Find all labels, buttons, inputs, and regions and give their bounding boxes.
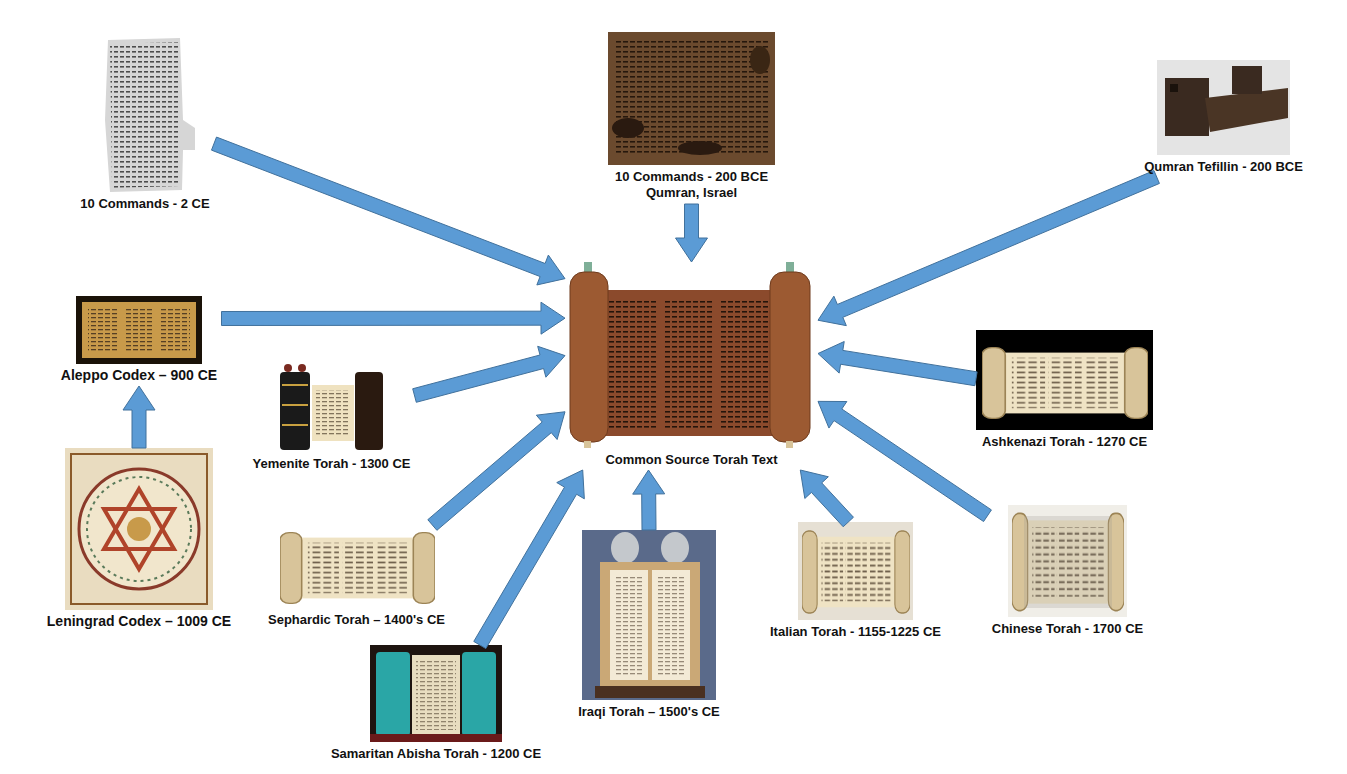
artifact-node: Sephardic Torah – 1400's CE — [264, 525, 449, 630]
artifact-caption: Aleppo Codex – 900 CE — [61, 368, 217, 386]
source-scroll-image — [570, 262, 810, 448]
flow-arrow — [413, 346, 565, 402]
flow-arrow — [633, 470, 665, 530]
artifact-node: Iraqi Torah – 1500's CE — [574, 530, 724, 722]
flow-arrow — [800, 470, 853, 527]
fragment-image — [608, 32, 775, 165]
artifact-node: Leningrad Codex – 1009 CE — [43, 448, 236, 632]
artifact-node: Samaritan Abisha Torah - 1200 CE — [327, 645, 546, 764]
codex-image — [76, 296, 202, 364]
artifact-node: Yemenite Torah - 1300 CE — [249, 365, 415, 474]
artifact-caption: 10 Commands - 2 CE — [80, 196, 209, 214]
artifact-node: Aleppo Codex – 900 CE — [57, 296, 222, 386]
artifact-node: Qumran Tefillin - 200 BCE — [1140, 60, 1307, 177]
artifact-node: 10 Commands - 200 BCE Qumran, Israel — [602, 32, 782, 204]
tefillin-image — [1157, 60, 1290, 155]
flow-arrow — [676, 204, 708, 262]
flow-arrow — [818, 342, 977, 386]
artifact-caption: Qumran Tefillin - 200 BCE — [1144, 159, 1303, 177]
artifact-caption: Iraqi Torah – 1500's CE — [578, 704, 720, 722]
torah-image — [280, 364, 383, 450]
flow-arrow — [818, 171, 1159, 326]
artifact-node: Ashkenazi Torah - 1270 CE — [976, 330, 1153, 452]
source-scroll: Common Source Torah Text — [565, 262, 818, 470]
torah-image — [798, 522, 913, 620]
flow-arrow — [221, 302, 565, 334]
torah-image — [1008, 505, 1127, 617]
artifact-caption: 10 Commands - 200 BCE Qumran, Israel — [606, 169, 778, 204]
torah-image — [370, 645, 502, 742]
flow-arrow — [211, 137, 565, 285]
artifact-caption: Yemenite Torah - 1300 CE — [253, 456, 411, 474]
torah-image — [280, 533, 435, 604]
flow-arrow — [428, 412, 565, 531]
artifact-caption: Leningrad Codex – 1009 CE — [47, 614, 231, 632]
artifact-node: Chinese Torah - 1700 CE — [988, 505, 1148, 639]
flow-arrow — [474, 470, 585, 649]
artifact-caption: Ashkenazi Torah - 1270 CE — [982, 434, 1147, 452]
artifact-caption: Samaritan Abisha Torah - 1200 CE — [331, 746, 541, 764]
codex-image — [65, 448, 213, 610]
flow-arrow — [123, 386, 155, 448]
artifact-node: 10 Commands - 2 CE — [76, 38, 214, 214]
flow-arrow — [818, 401, 991, 521]
artifact-caption: Italian Torah - 1155-1225 CE — [770, 624, 941, 642]
artifact-caption: Sephardic Torah – 1400's CE — [268, 612, 445, 630]
torah-image — [582, 530, 716, 700]
torah-image — [976, 330, 1153, 430]
artifact-caption: Common Source Torah Text — [605, 452, 777, 470]
artifact-node: Italian Torah - 1155-1225 CE — [766, 522, 945, 642]
artifact-caption: Chinese Torah - 1700 CE — [992, 621, 1143, 639]
fragment-image — [105, 38, 195, 192]
